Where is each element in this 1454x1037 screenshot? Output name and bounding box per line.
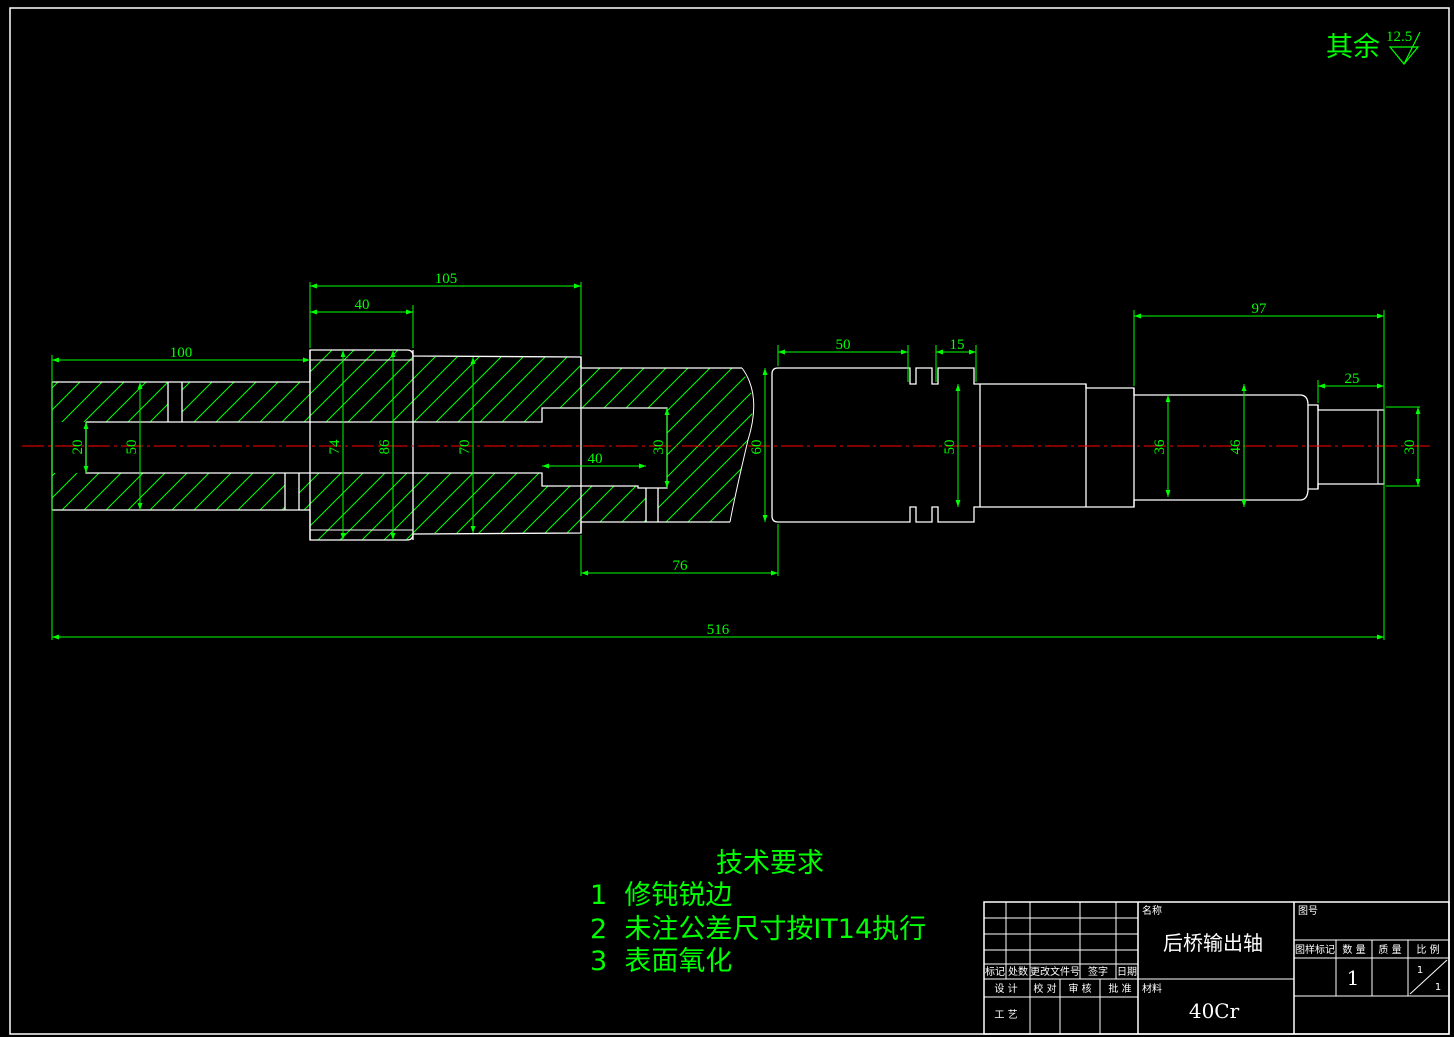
tb-part-name: 后桥输出轴 [1163,931,1263,955]
tb-rev-h4: 日期 [1117,966,1137,978]
tb-rev-h1: 处数 [1008,965,1028,978]
dim-25: 25 [1345,371,1360,387]
dia-30-bore: 30 [651,440,667,455]
tb-material: 40Cr [1189,999,1240,1023]
dia-60: 60 [749,440,765,455]
dia-30-end: 30 [1402,440,1418,455]
tb-quantity: 1 [1347,966,1360,990]
tb-rev-h2: 更改文件号 [1030,965,1080,978]
dia-50-left: 50 [124,440,140,455]
dia-20: 20 [70,440,86,455]
dia-50-mid: 50 [942,440,958,455]
dim-516: 516 [707,622,730,638]
dia-70: 70 [457,440,473,455]
tech-title: 技术要求 [716,848,824,879]
dim-40-top: 40 [355,297,370,313]
dim-100: 100 [170,345,193,361]
tb-sign-h3: 批 准 [1108,982,1131,995]
dim-15: 15 [950,337,965,353]
tb-sign-h1: 校 对 [1033,982,1056,995]
section-hatch [52,350,753,540]
tech-requirements: 技术要求 1 修钝锐边 2 未注公差尺寸按IT14执行 3 表面氧化 [590,848,926,977]
tech-item-1: 1 修钝锐边 [590,880,732,911]
dimension-lines [51,282,1421,640]
tb-rev-h0: 标记 [985,966,1005,978]
tb-process-label: 工 艺 [994,1009,1017,1021]
tech-item-2: 2 未注公差尺寸按IT14执行 [590,914,926,945]
dia-46: 46 [1228,439,1244,455]
roughness-prefix: 其余 [1326,32,1380,63]
tb-material-label: 材料 [1142,982,1162,995]
dim-40-bore: 40 [588,451,603,467]
drawing-border [9,7,1450,1035]
tb-attr-h1: 数 量 [1342,943,1365,956]
tb-attr-h0: 图样标记 [1295,943,1335,956]
dia-36: 36 [1152,439,1168,455]
title-block [983,901,1450,1035]
tb-name-label: 名称 [1142,904,1162,917]
dia-86: 86 [377,439,393,455]
shaft-outline [51,349,1385,541]
tb-drawing-no-label: 图号 [1298,905,1318,917]
tb-attr-h3: 比 例 [1416,943,1439,956]
tb-attr-h2: 质 量 [1378,944,1401,956]
roughness-triangle-icon [1388,31,1421,65]
tb-scale-den: 1 [1435,982,1441,993]
tech-item-3: 3 表面氧化 [590,946,732,977]
tb-sign-h0: 设 计 [994,982,1017,995]
dim-76: 76 [673,558,689,574]
roughness-symbol: 其余 12.5 [1326,29,1421,65]
dim-105: 105 [435,271,458,287]
dia-74: 74 [327,439,343,455]
roughness-value: 12.5 [1386,29,1412,45]
tb-sign-h2: 审 核 [1068,982,1091,995]
title-block-texts: 名称 后桥输出轴 图号 材料 40Cr 标记 处数 更改文件号 签字 日期 设 … [985,904,1441,1023]
tb-rev-h3: 签字 [1088,965,1108,978]
dim-97: 97 [1252,301,1268,317]
dimension-texts: 100 105 40 50 15 97 25 40 76 516 20 50 7… [70,271,1418,638]
tb-scale-num: 1 [1417,965,1423,976]
dim-50-top: 50 [836,337,851,353]
